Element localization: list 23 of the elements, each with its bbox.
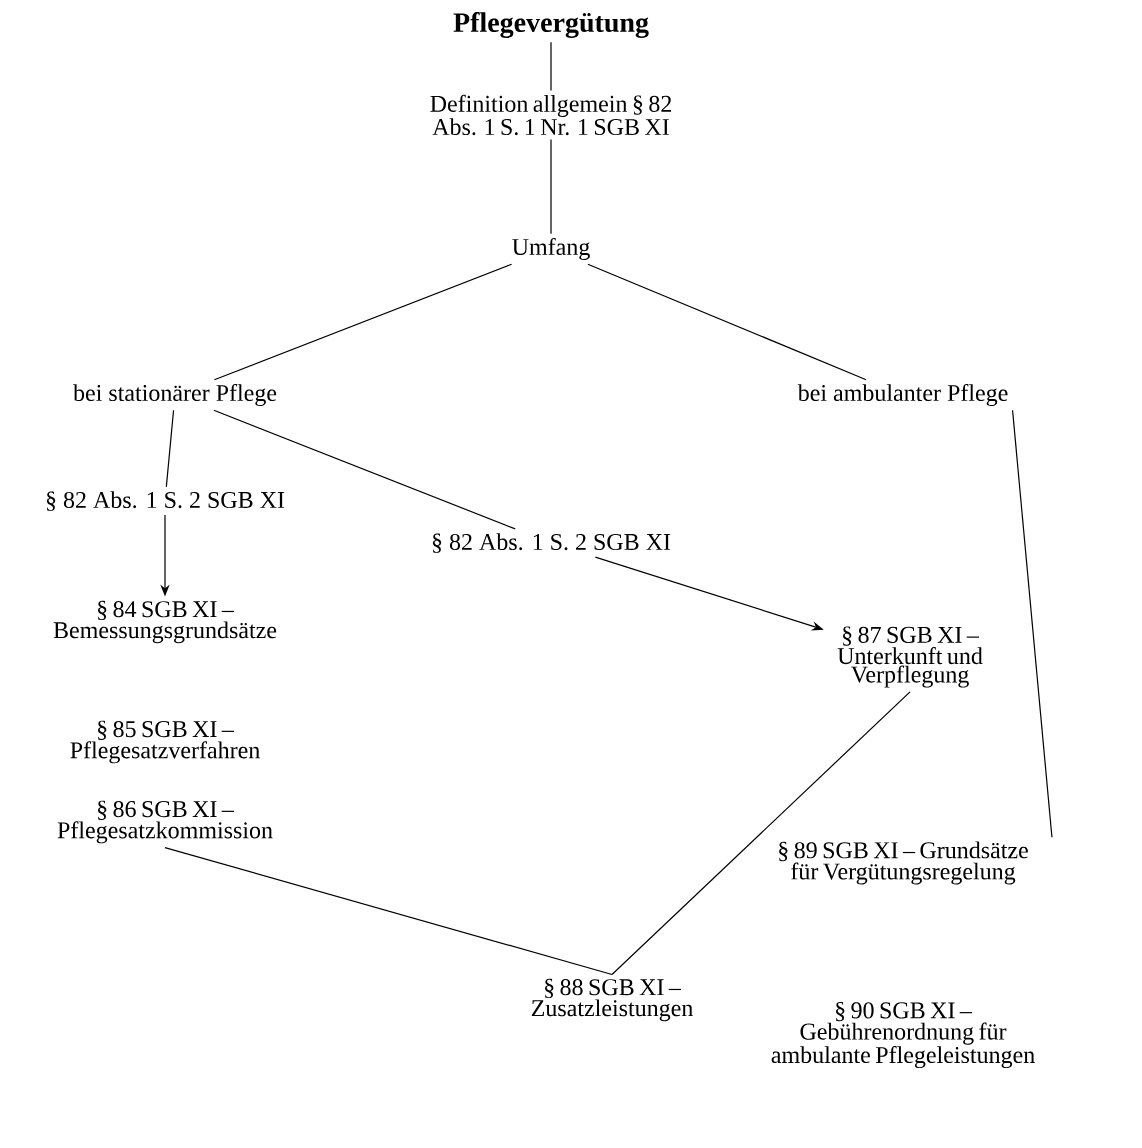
node-text: § 82 Abs. 1 S. 2 SGB XI (46, 491, 285, 511)
node-text: Umfang (512, 237, 590, 261)
node-text: § 87 SGB XI – Unterkunft und Verpflegung (837, 626, 983, 688)
connector-line (587, 263, 867, 381)
connector-line (611, 691, 911, 976)
connector-line (213, 409, 516, 530)
node-text: § 89 SGB XI – Grundsätze für Vergütungsregelung (779, 841, 1028, 885)
node-text: § 88 SGB XI – Zusatzleistungen (531, 978, 693, 1022)
node-text: § 84 SGB XI – Bemessungsgrundsätze (53, 600, 277, 644)
connector-line (1011, 409, 1053, 838)
node-text: § 86 SGB XI – Pflegesatzkommission (57, 800, 273, 844)
connector-line (213, 263, 513, 381)
connector-line (164, 847, 613, 976)
node-text: Definition allgemein § 82 Abs. 1 S. 1 Nr. 1 SGB XI (430, 94, 672, 136)
node-text: bei ambulanter Pflege (797, 383, 1008, 407)
node-text: § 85 SGB XI – Pflegesatzverfahren (70, 720, 260, 764)
connector-line (550, 138, 552, 235)
connector-line (550, 41, 552, 92)
node-text: § 90 SGB XI – Gebührenordnung für ambulante Pflegeleistungen (771, 1001, 1035, 1069)
node-text: bei stationärer Pflege (73, 383, 277, 407)
title-text: Pflegevergütung (453, 12, 649, 38)
connector-line (165, 409, 175, 488)
node-text: § 82 Abs. 1 S. 2 SGB XI (432, 533, 671, 553)
